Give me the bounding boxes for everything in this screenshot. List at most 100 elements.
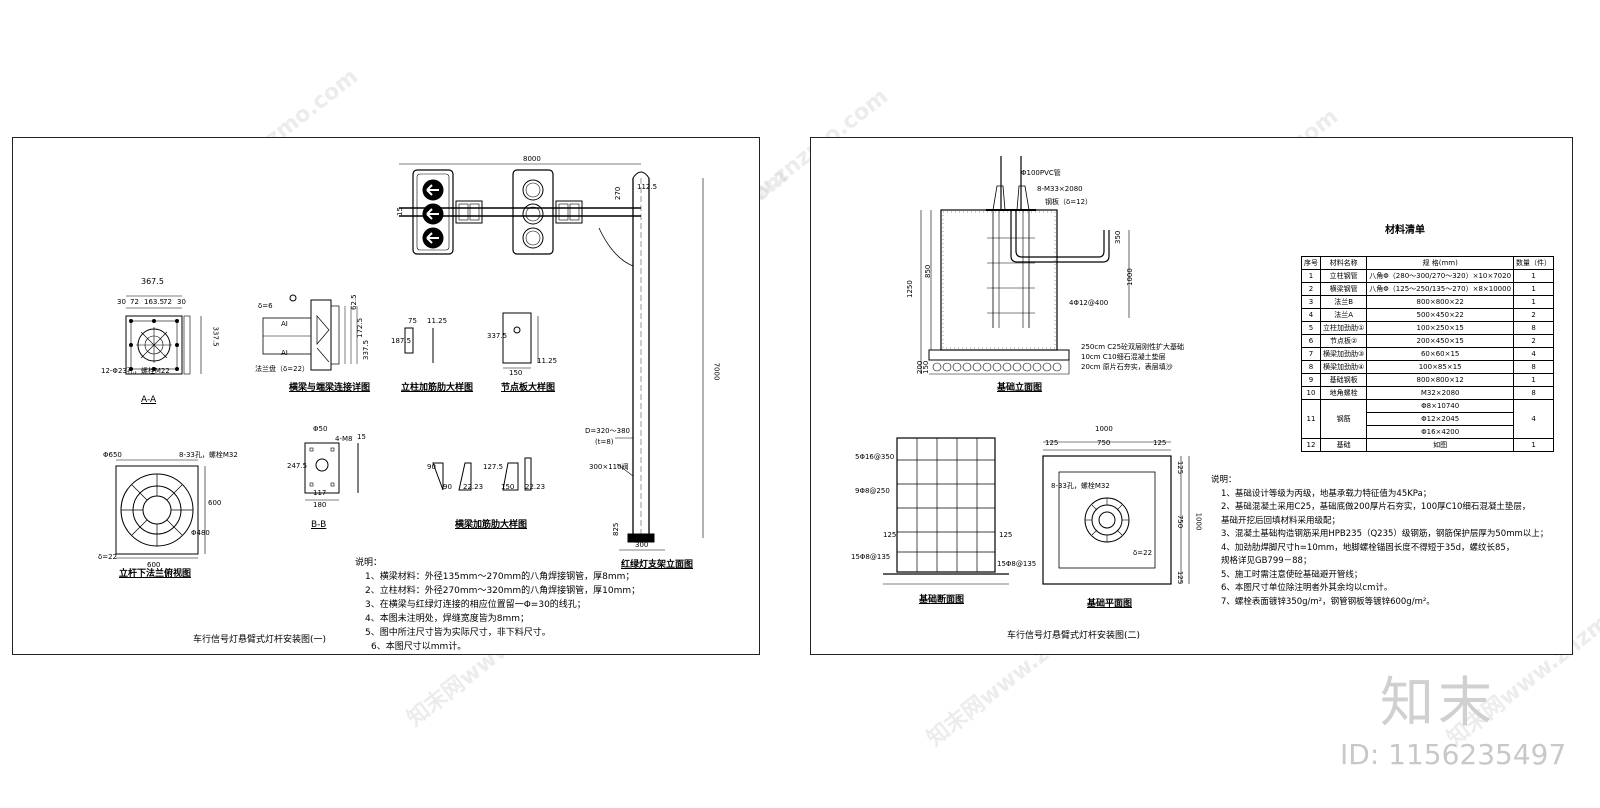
label-aa: A-A	[141, 395, 157, 405]
cell: 4	[1301, 308, 1321, 322]
cell: 横梁钢管	[1319, 282, 1368, 296]
dim-br: 22.23	[525, 483, 546, 491]
note-line: 1、基础设计等级为丙级，地基承载力特征值为45KPa；	[1221, 488, 1432, 499]
cell: 7	[1301, 347, 1321, 361]
sheet1-title: 车行信号灯悬臂式灯杆安装图(一)	[193, 635, 327, 645]
hand-hole: 300×110阀	[589, 463, 629, 471]
dim-sub: 112.5	[637, 183, 658, 191]
dim-height: 7000	[712, 362, 721, 381]
label-pole-rib: 立柱加筋肋大样图	[401, 383, 474, 393]
layer-note: 250cm C25砼双层刚性扩大基础	[1081, 343, 1185, 351]
dim-aa-sub: 30	[117, 298, 126, 306]
label-node-plate: 节点板大样图	[501, 383, 556, 393]
dim-br: 150	[501, 483, 515, 491]
pole-thickness: (t=8)	[595, 438, 614, 446]
layer-note: 20cm 原片石夯实，表层填沙	[1081, 363, 1173, 371]
cell: 立柱加劲肋①	[1319, 321, 1368, 335]
table-header-row: 序号 材料名称 规 格(mm) 数量（件）	[1301, 256, 1555, 270]
dim-br: 22.23	[463, 483, 484, 491]
rebar-section: 15Φ8@135	[851, 553, 891, 561]
bolts-note: 8-M33×2080	[1037, 185, 1083, 193]
dim-base-h: 825	[612, 522, 620, 536]
cell: 1	[1513, 269, 1555, 283]
cell: 8	[1513, 321, 1555, 335]
sheet2-notes: 说明： 1、基础设计等级为丙级，地基承载力特征值为45KPa； 2、基础混凝土采…	[1211, 474, 1548, 609]
table-header: 材料名称	[1319, 256, 1368, 270]
dim-beam-t: δ=6	[258, 302, 273, 310]
beam-section-mark: AI	[281, 320, 288, 328]
dim-bb-117: 117	[313, 489, 327, 497]
dim-plan: 125	[1176, 460, 1185, 475]
dim-aa-sub: 72	[130, 298, 139, 306]
label-flange: 立杆下法兰俯视图	[119, 569, 192, 579]
dim-beam: 337.5	[362, 339, 370, 360]
dim-beam: 172.5	[356, 317, 364, 338]
dim-rib: 75	[408, 317, 417, 325]
dim-beam: 62.5	[350, 294, 358, 310]
sheet2-linework	[883, 156, 1190, 585]
dim-br: 90	[427, 463, 436, 471]
rebar-section: 15Φ8@135	[997, 560, 1037, 568]
cell: 钢筋	[1319, 399, 1368, 439]
beam-plate-note: 法兰盘（δ=22）	[255, 365, 310, 373]
note-line: 5、图中所注尺寸皆为实际尺寸，非下料尺寸。	[365, 628, 551, 638]
dim-aa-sub: 72	[163, 298, 172, 306]
flange-hole-note: 8-33孔，螺栓M32	[179, 451, 238, 459]
dim-1250: 1250	[906, 280, 914, 298]
cell: 1	[1513, 373, 1555, 387]
rebar-section: 5Φ16@350	[855, 453, 895, 461]
dim-rib: 11.25	[427, 317, 448, 325]
rebar-section: 9Φ8@250	[855, 487, 890, 495]
plan-hole-note: 8-33孔，螺栓M32	[1051, 482, 1110, 490]
cell: 6	[1301, 334, 1321, 348]
cell: 基础钢板	[1319, 373, 1368, 387]
dim-section: 125	[883, 531, 897, 539]
cell: 800×800×12	[1366, 373, 1515, 387]
dim-plan: 125	[1153, 439, 1167, 447]
dim-aa-side: 337.5	[211, 326, 220, 347]
cell: 100×85×15	[1366, 360, 1515, 374]
note-line: 5、施工时需注意使砼基础避开管线；	[1221, 569, 1363, 580]
plan-t: δ=22	[1133, 549, 1153, 557]
cell: 横梁加劲肋④	[1319, 360, 1368, 374]
dim-flange-h: 600	[208, 499, 222, 507]
cell: 2	[1513, 334, 1555, 348]
dim-br: 127.5	[483, 463, 504, 471]
sheet1-notes: 说明： 1、横梁材料：外径135mm～270mm的八角焊接钢管，厚8mm； 2、…	[355, 556, 640, 654]
cell: 11	[1301, 399, 1321, 439]
dim-br: 90	[443, 483, 452, 491]
image-id: ID: 1156235497	[1340, 738, 1567, 771]
dim-aa-sub: 163.5	[144, 298, 165, 306]
label-beam-rib: 横梁加筋肋大样图	[455, 520, 528, 530]
note-line: 7、螺栓表面镀锌350g/m²，钢管钢板等镀锌600g/m²。	[1221, 596, 1435, 607]
table-header: 序号	[1301, 256, 1321, 270]
dim-np: 337.5	[487, 332, 508, 340]
brand-logo: 知末	[1380, 671, 1496, 734]
table-header: 规 格(mm)	[1366, 256, 1515, 270]
cell: 地角螺栓	[1319, 386, 1368, 400]
dim-plan: 1000	[1095, 425, 1113, 433]
cell: 8	[1301, 360, 1321, 374]
cell: 八角Φ（125～250/135～270）×8×10000	[1366, 282, 1515, 296]
dim-rib: 187.5	[391, 337, 412, 345]
cell: Φ16×4200	[1366, 425, 1515, 439]
cell: 3	[1301, 295, 1321, 309]
dim-plan: 750	[1176, 514, 1185, 529]
cell: 200×450×15	[1366, 334, 1515, 348]
dim-aa-top: 367.5	[141, 277, 164, 286]
cell: M32×2080	[1366, 386, 1515, 400]
dim-bb-m8: 4-M8	[335, 435, 353, 443]
cell: Φ8×10740	[1366, 399, 1515, 413]
note-line: 1、横梁材料：外径135mm～270mm的八角焊接钢管，厚8mm；	[365, 572, 635, 582]
cell: 4	[1513, 347, 1555, 361]
dim-plan: 750	[1097, 439, 1111, 447]
dim-850: 850	[924, 264, 932, 278]
